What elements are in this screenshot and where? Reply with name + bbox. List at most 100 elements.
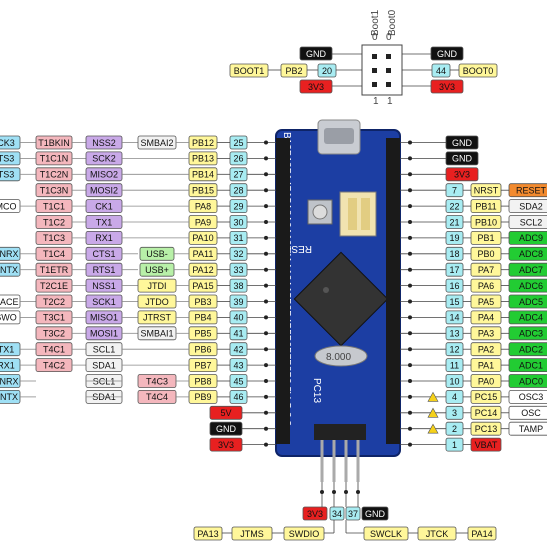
left-func-PB8-0-text: ANRX — [0, 376, 19, 386]
left-func-PB13-1: T1C1N — [35, 151, 73, 166]
right-func-PB0-text: ADC8 — [519, 249, 543, 259]
left-pin-PB8-text: PB8 — [194, 376, 211, 386]
left-func-PB13-2: SCK2 — [85, 151, 123, 166]
right-num-15-text: 15 — [449, 297, 459, 307]
right-func-PC14-text: OSC — [521, 408, 541, 418]
pin-dot — [264, 379, 268, 383]
swd-power: 3V3 — [302, 506, 328, 521]
left-func-PB7-1-text: T4C2 — [43, 360, 65, 370]
left-pin-PB3-text: PB3 — [194, 297, 211, 307]
right-func-PA3-text: ADC3 — [519, 329, 543, 339]
right-func-PA7-text: ADC7 — [519, 265, 543, 275]
left-pin-PB13-text: PB13 — [192, 154, 214, 164]
left-func-PB15-2-text: MOSI2 — [90, 186, 118, 196]
left-num-26-text: 26 — [233, 154, 243, 164]
left-pin-PA9: PA9 — [188, 215, 218, 229]
left-func-PA12-1-text: T1ETR — [40, 265, 69, 275]
left-func-PA10-1-text: T1C3 — [43, 233, 65, 243]
right-func-PA5-text: ADC5 — [519, 297, 543, 307]
left-func-PA12-2-text: RTS1 — [93, 265, 116, 275]
left-pin-PB9: PB9 — [188, 389, 218, 404]
left-num-43: 43 — [229, 358, 248, 373]
left-func-PB3-1-text: T2C2 — [43, 297, 65, 307]
right-func-PA0: ADC0 — [508, 374, 547, 388]
right-num-14: 14 — [445, 310, 464, 325]
swd-header — [314, 424, 366, 440]
boot-left-name-text: BOOT1 — [234, 66, 265, 76]
swd-right-swd-text: SWCLK — [370, 529, 402, 539]
pin-dot — [408, 442, 412, 447]
pin-dot — [408, 347, 412, 352]
pin-dot — [408, 251, 412, 256]
left-func-PA10-2-text: RX1 — [95, 233, 113, 243]
left-pin-PB12: PB12 — [188, 135, 218, 150]
left-func-PA11-3-text: USB- — [146, 249, 168, 259]
right-func-PB1: ADC9 — [508, 231, 547, 245]
left-num-40: 40 — [229, 310, 248, 325]
right-func-NRST-text: RESET — [516, 186, 547, 196]
left-pin-PA12: PA12 — [188, 262, 218, 277]
left-func-PA9-1: T1C2 — [35, 215, 73, 229]
pin-dot — [264, 347, 268, 352]
right-num-16: 16 — [445, 278, 464, 293]
blue-pill-board: RESET 8.000 B12B13B14B15A8A9A10A11A12A15… — [275, 119, 410, 482]
right-power-0-text: GND — [452, 138, 473, 148]
left-num-25: 25 — [229, 135, 248, 150]
swd-num-37: 37 — [345, 506, 361, 521]
right-func-PC15: OSC3 — [508, 390, 547, 404]
swd-left-pin-text: PA13 — [197, 529, 218, 539]
left-func-PA12-0: ANTX — [0, 262, 21, 277]
left-func-PB4-0-text: SWO — [0, 313, 17, 323]
right-num-3-text: 3 — [452, 408, 457, 418]
right-pin-PC15: PC15 — [470, 389, 502, 404]
left-func-PA11-3: USB- — [139, 246, 175, 261]
left-pin-PB7-text: PB7 — [194, 360, 211, 370]
right-func-PA6-text: ADC6 — [519, 281, 543, 291]
pin-dot — [408, 426, 412, 431]
left-func-PA8-1: T1C1 — [35, 199, 73, 214]
pin-dot — [408, 188, 412, 193]
left-func-PB6-1-text: T4C1 — [43, 345, 65, 355]
left-func-PA12-3-text: USB+ — [145, 265, 169, 275]
left-func-PB5-1-text: T3C2 — [43, 329, 65, 339]
left-func-PB14-1-text: T1C2N — [40, 170, 69, 180]
left-func-PB7-0-text: RX1 — [0, 360, 15, 370]
left-func-PB9-2: T4C4 — [137, 389, 177, 404]
left-func-PB6-2-text: SCL1 — [93, 345, 116, 355]
left-func-PB7-2: SDA1 — [85, 358, 123, 373]
right-pin-PA7-text: PA7 — [478, 265, 494, 275]
left-func-PB12-2: NSS2 — [85, 135, 123, 150]
left-func-PB14-2-text: MISO2 — [90, 170, 118, 180]
left-num-39-text: 39 — [233, 297, 243, 307]
swd-right-pin-text: PA14 — [471, 529, 492, 539]
right-num-7-text: 7 — [452, 186, 457, 196]
left-func-PB3-1: T2C2 — [35, 294, 73, 309]
left-func-PB13-1-text: T1C1N — [40, 154, 69, 164]
pin-dot — [408, 220, 412, 224]
pin-dot — [408, 394, 412, 399]
left-func-PB15-2: MOSI2 — [85, 183, 123, 198]
left-num-41: 41 — [229, 326, 248, 341]
pin-dot — [408, 363, 412, 368]
left-func-PB12-1-text: T1BKIN — [38, 138, 70, 148]
right-func-PA4-text: ADC4 — [519, 313, 543, 323]
left-func-PB6-0-text: TX1 — [0, 345, 14, 355]
left-func-PB12-3-text: SMBAI2 — [140, 138, 173, 148]
left-func-PB14-2: MISO2 — [85, 167, 123, 182]
left-pin-PB5: PB5 — [188, 326, 218, 341]
right-func-PC13-text: TAMP — [519, 424, 543, 434]
left-func-PA12-3: USB+ — [139, 262, 175, 277]
boot-jumper-on-board — [339, 191, 377, 237]
right-num-13: 13 — [445, 326, 464, 341]
board-right-text: G G 3.3 R B11B10 B1 B0 A7 A6 A5 A4 A3 A2… — [399, 156, 410, 456]
swd-right-jtag-text: JTCK — [426, 529, 449, 539]
right-pin-PA6: PA6 — [470, 278, 502, 293]
left-num-30: 30 — [229, 215, 248, 229]
boot-right-power-text: 3V3 — [439, 82, 455, 92]
mcu-chip — [293, 251, 389, 347]
left-func-PB8-0: ANRX — [0, 374, 21, 388]
boot-left-name: BOOT1 — [229, 63, 269, 78]
boot-jumper-header: Boot1 Boot0 0 0 1 1 — [361, 9, 403, 107]
right-pin-PB1-text: PB1 — [477, 233, 494, 243]
boot-right-power: 3V3 — [430, 79, 464, 94]
